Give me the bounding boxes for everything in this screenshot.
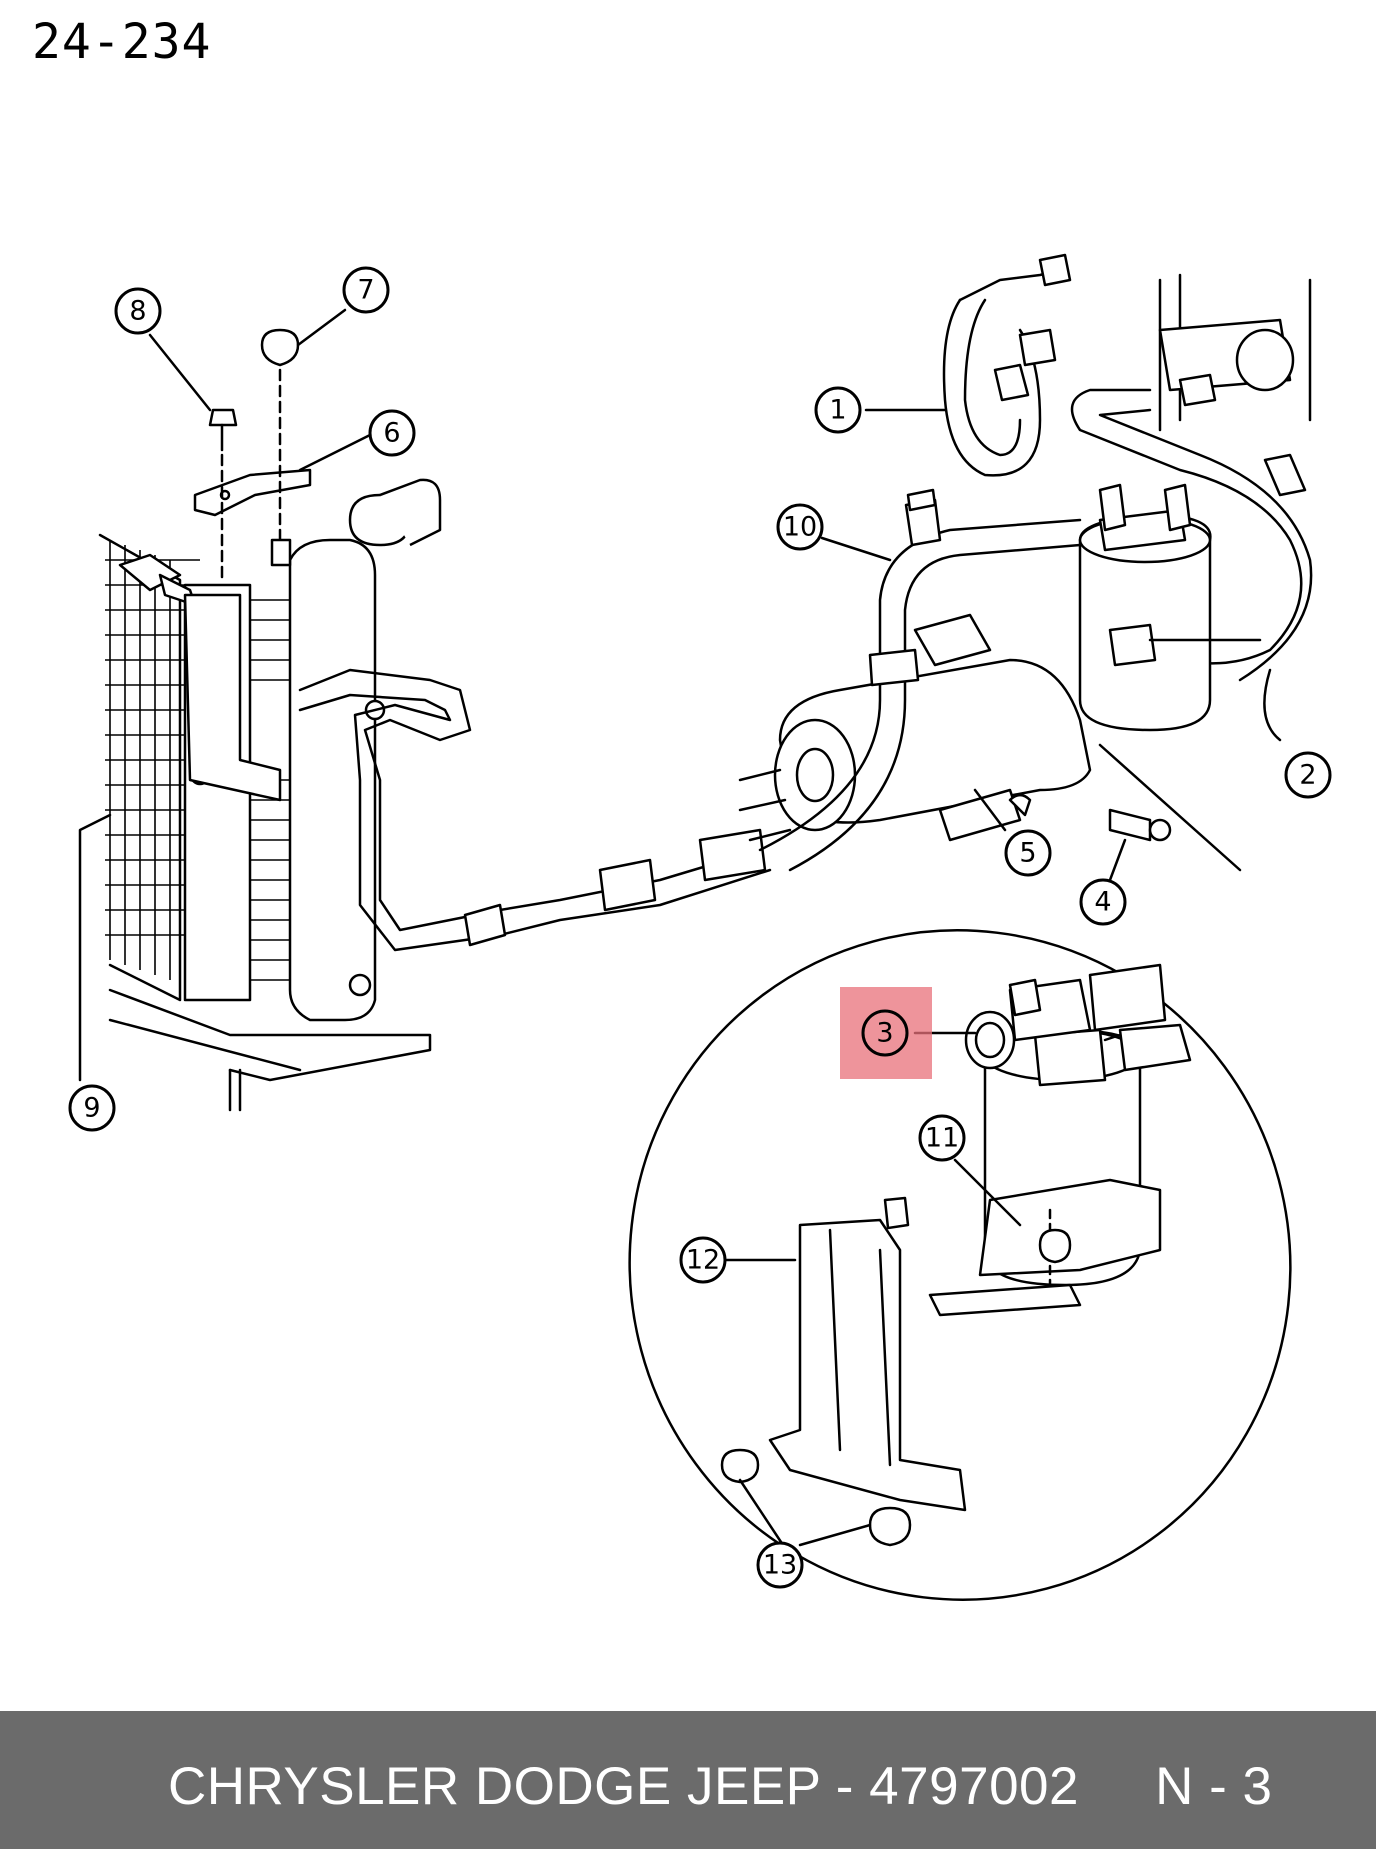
- footer-bar: [0, 1711, 1376, 1849]
- callout-4[interactable]: 4: [1079, 878, 1127, 926]
- callout-1[interactable]: 1: [814, 386, 862, 434]
- callout-10[interactable]: 10: [776, 503, 824, 551]
- callout-2[interactable]: 2: [1284, 751, 1332, 799]
- callout-5[interactable]: 5: [1004, 829, 1052, 877]
- condenser-assembly: [98, 478, 442, 1112]
- mounting-bracket: [193, 328, 312, 582]
- suction-hose: [942, 253, 1072, 477]
- leader-lines: [78, 308, 1282, 1547]
- callout-12[interactable]: 12: [679, 1236, 727, 1284]
- callout-label: 9: [83, 1093, 100, 1124]
- parts-diagram: 1 2 3 4 5 6 7 8 9 10 11 12: [68, 253, 1332, 1601]
- callout-label: 7: [357, 275, 374, 306]
- callout-label: 8: [129, 296, 146, 327]
- callout-label: 11: [925, 1123, 959, 1154]
- callout-7[interactable]: 7: [342, 266, 390, 314]
- callout-label: 4: [1094, 887, 1111, 918]
- callout-13[interactable]: 13: [756, 1541, 804, 1589]
- callout-11[interactable]: 11: [918, 1114, 966, 1162]
- discharge-hose: [758, 488, 1082, 872]
- callout-label: 3: [876, 1018, 893, 1049]
- liquid-line: [298, 668, 772, 952]
- expansion-valve: [1070, 273, 1313, 682]
- callout-label: 2: [1299, 760, 1316, 791]
- callout-label: 10: [783, 512, 817, 543]
- callout-label: 13: [763, 1550, 797, 1581]
- callout-9[interactable]: 9: [68, 1084, 116, 1132]
- callout-3[interactable]: 3: [861, 1009, 909, 1057]
- bolt-4: [1108, 808, 1172, 842]
- footer-part-number: CHRYSLER DODGE JEEP - 4797002 N - 3: [168, 1757, 1273, 1816]
- page-code: 24-234: [32, 14, 212, 70]
- callout-label: 1: [829, 395, 846, 426]
- detail-view: [628, 743, 1292, 1601]
- callout-8[interactable]: 8: [114, 287, 162, 335]
- callout-label: 5: [1019, 838, 1036, 869]
- compressor: [738, 613, 1092, 842]
- callout-label: 12: [686, 1245, 720, 1276]
- callout-label: 6: [383, 418, 400, 449]
- receiver-drier-upper: [1078, 483, 1262, 732]
- highlight-box: [840, 987, 932, 1079]
- callout-6[interactable]: 6: [368, 409, 416, 457]
